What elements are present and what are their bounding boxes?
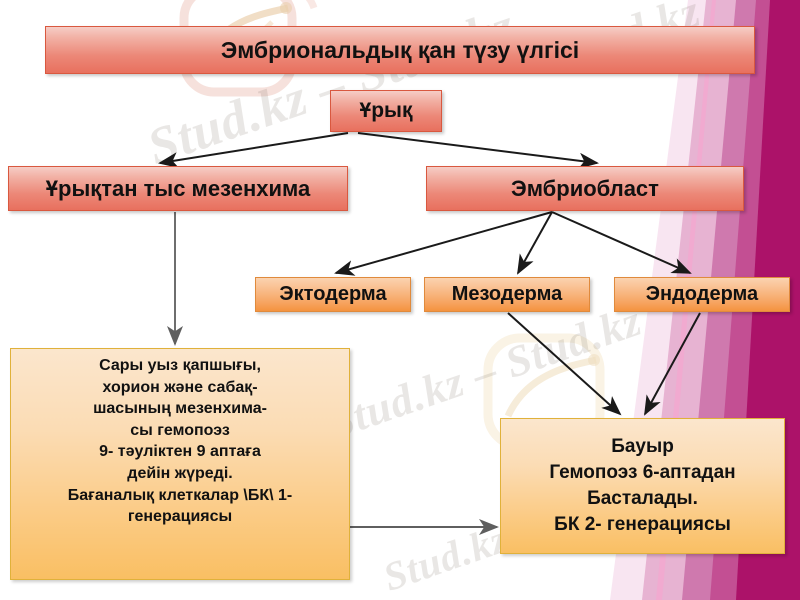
text-line: сы гемопоэз	[130, 421, 230, 439]
node-ectoderm[interactable]: Эктодерма	[255, 277, 411, 312]
text-line: БК 2- генерациясы	[554, 513, 731, 535]
text-line: генерациясы	[127, 508, 233, 526]
node-endoderm[interactable]: Эндодерма	[614, 277, 790, 312]
node-embryoblast[interactable]: Эмбриобласт	[426, 166, 744, 211]
node-yolk-sac-lines: Сары уыз қапшығы, хорион және сабақ-шасын…	[19, 355, 341, 528]
text-line: Бауыр	[611, 436, 674, 458]
node-urik[interactable]: Ұрық	[330, 90, 442, 132]
node-embryoblast-label: Эмбриобласт	[511, 175, 659, 201]
arrow-urik-to-embryoblast	[357, 132, 599, 169]
node-mesoderm[interactable]: Мезодерма	[424, 277, 590, 312]
page-title: Эмбриональдық қан түзу үлгісі	[45, 26, 755, 74]
node-endoderm-label: Эндодерма	[645, 283, 759, 305]
text-line: шасының мезенхима-	[93, 400, 267, 418]
node-ectoderm-label: Эктодерма	[279, 283, 387, 305]
text-line: Сары уыз қапшығы,	[99, 357, 261, 374]
node-extraembryonic-mesenchyme[interactable]: Ұрықтан тыс мезенхима	[8, 166, 348, 211]
arrow-urik-to-extraembryonic	[158, 132, 349, 169]
arrow-embryoblast-to-mesoderm	[517, 211, 553, 275]
text-line: 9- тәуліктен 9 аптаға	[99, 443, 261, 461]
arrow-embryoblast-to-ectoderm	[334, 211, 553, 276]
page-title-text: Эмбриональдық қан түзу үлгісі	[220, 36, 580, 63]
arrow-embryoblast-to-endoderm	[551, 211, 692, 274]
text-line: Гемопоэз 6-аптадан	[549, 462, 736, 484]
text-line: дейін жүреді.	[127, 464, 233, 482]
text-line: Басталады.	[587, 488, 698, 509]
node-yolk-sac-description[interactable]: Сары уыз қапшығы, хорион және сабақ-шасын…	[10, 348, 350, 580]
node-urik-label: Ұрық	[359, 99, 413, 122]
text-line: Бағаналық клеткалар \БК\ 1-	[67, 486, 293, 504]
arrow-mesoderm-to-liver	[507, 312, 622, 416]
watermark-line: Stud.kz	[377, 515, 514, 600]
text-line: хорион және сабақ-	[102, 378, 258, 396]
node-extraembryonic-mesenchyme-label: Ұрықтан тыс мезенхима	[45, 175, 311, 201]
arrow-endoderm-to-liver	[644, 312, 701, 416]
node-mesoderm-label: Мезодерма	[451, 283, 563, 305]
